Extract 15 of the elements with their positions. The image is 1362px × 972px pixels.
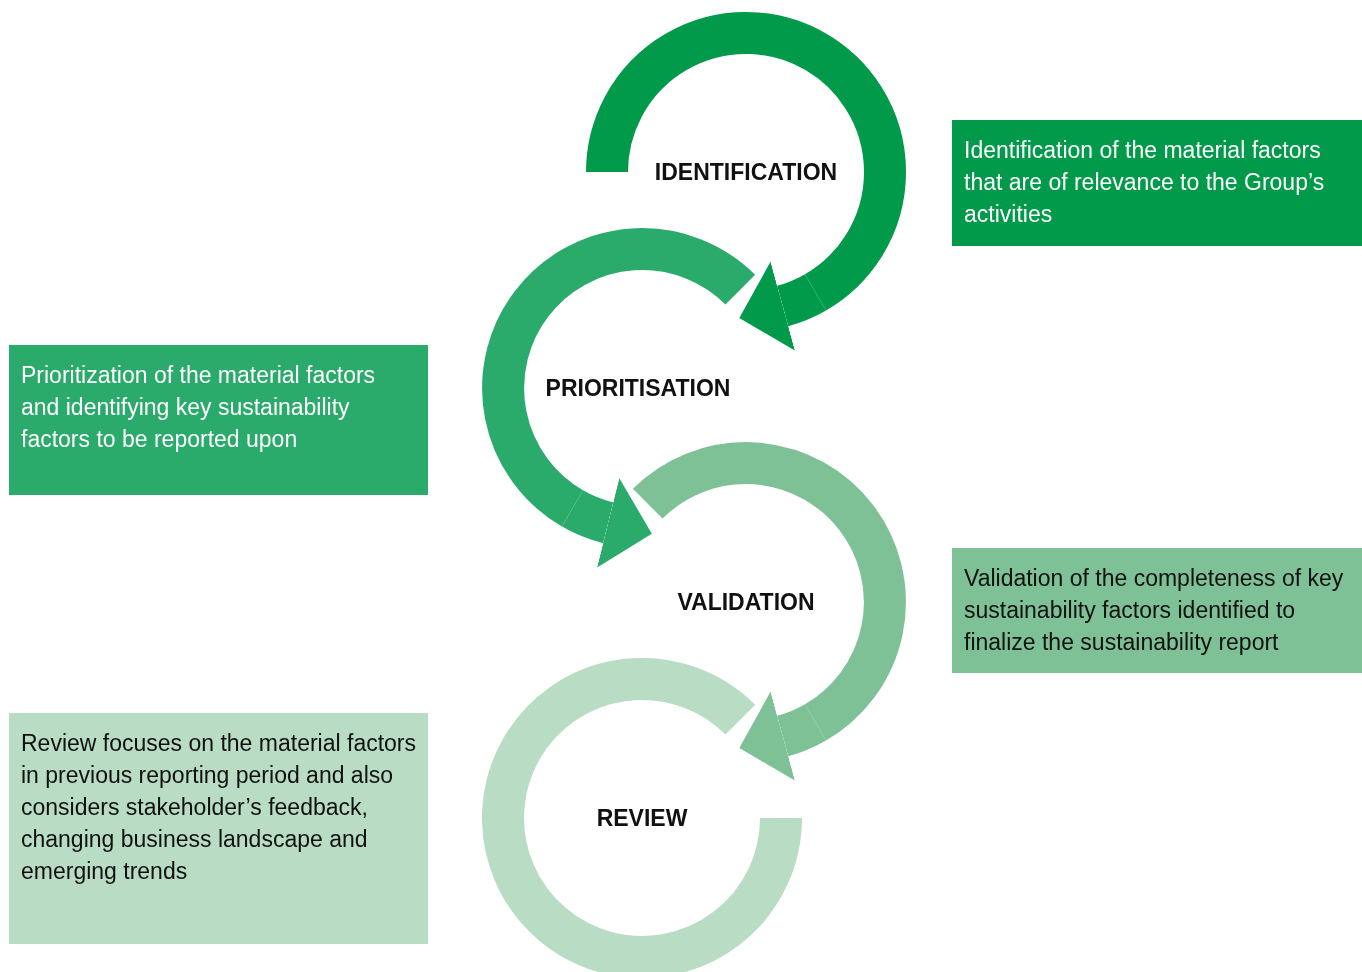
description-box bbox=[9, 345, 428, 495]
description-box bbox=[952, 548, 1362, 673]
arrow bbox=[739, 262, 826, 351]
stage-label: IDENTIFICATION bbox=[653, 158, 839, 186]
description-text: Prioritization of the material factors and identifying key sustainability factors to be reported upon bbox=[21, 361, 377, 454]
arrow bbox=[562, 478, 652, 567]
description-text: Validation of the completeness of key sustainability factors identified to finalize the sustainability report bbox=[964, 564, 1345, 657]
description-text: Identification of the material factors that are of relevance to the Group’s activities bbox=[964, 136, 1326, 229]
description-box bbox=[952, 120, 1362, 246]
stage-label: REVIEW bbox=[595, 804, 689, 832]
stage-label: PRIORITISATION bbox=[544, 374, 732, 402]
stage-label: VALIDATION bbox=[676, 588, 816, 616]
description-box bbox=[9, 713, 428, 944]
arrow bbox=[739, 692, 826, 781]
description-text: Review focuses on the material factors in previous reporting period and also considers stakeholder’s feedback, changing business landscape and emerging trends bbox=[21, 729, 416, 886]
